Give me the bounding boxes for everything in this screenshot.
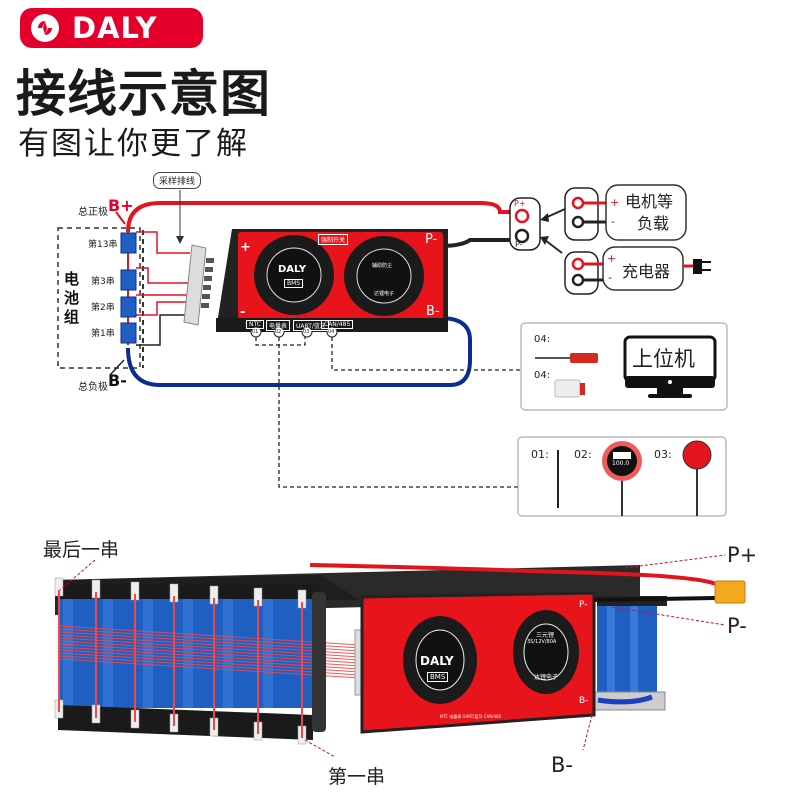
daly-logo-mark-icon: [31, 14, 59, 42]
pack-bms-logo: DALY: [420, 654, 454, 668]
cell-3-label: 第3串: [91, 277, 115, 287]
bluetooth-module-icon: [554, 379, 581, 398]
host-item-usb-label: 04:: [534, 334, 551, 345]
cell-2-label: 第2串: [91, 303, 115, 313]
cell-13: [120, 232, 137, 254]
cell-3: [120, 269, 137, 291]
bms-plus-sign: +: [240, 240, 251, 255]
bms-badge: BMS: [284, 279, 304, 288]
battery-pack-illustration: [54, 554, 746, 758]
load-label-line1: 电机等: [625, 192, 674, 211]
bms-switch-label: 强制开关: [318, 234, 349, 245]
meter-display-value: 100.0: [612, 460, 630, 467]
port-meter-label: 电量表: [266, 320, 291, 331]
bms-board: [216, 229, 448, 338]
pack-fan-footer: 达锂电子: [534, 674, 559, 681]
port-03[interactable]: 03: [303, 329, 310, 335]
host-item-bt-label: 04:: [534, 370, 551, 381]
pack-bms-badge: BMS: [427, 672, 449, 682]
accessory-02-label: 02:: [574, 448, 592, 461]
connector-p-minus: P-: [515, 240, 523, 249]
page-subtitle: 有图让你更了解: [18, 126, 249, 162]
pack-fan-spec: 3S/12V/80A: [527, 639, 557, 645]
load-label-line2: 负载: [637, 214, 670, 233]
b-minus-wire: [126, 316, 472, 387]
bms-fan-right: [344, 236, 424, 316]
pack-p-minus: P-: [727, 614, 747, 638]
port-uart-label: UART/蓝牙: [293, 320, 329, 331]
battery-group-outline: [57, 227, 141, 369]
bms-minus-sign: -: [240, 305, 246, 320]
load-minus: -: [611, 215, 615, 228]
port-can-label: CAN/485: [321, 320, 354, 329]
sample-connector: [183, 244, 207, 326]
positive-total-label: 总正极: [78, 207, 108, 218]
logo-text: DALY: [72, 11, 158, 45]
pack-b-minus: B-: [551, 753, 573, 777]
bms-logo-text: DALY: [278, 264, 307, 275]
last-cell-label: 最后一串: [43, 539, 120, 561]
bluetooth-meter-icon: [682, 440, 712, 470]
b-plus-wire: [126, 201, 522, 233]
charger-plus: +: [607, 252, 617, 265]
load-plus: +: [610, 196, 620, 209]
usb-adapter-icon: [570, 353, 598, 363]
connector-p-plus: P+: [514, 199, 526, 208]
pack-terminal-b-minus: B-: [579, 696, 589, 706]
port-ntc-label: NTC: [246, 320, 264, 329]
cell-13-label: 第13串: [88, 240, 118, 250]
first-cell-label: 第一串: [328, 766, 386, 788]
charger-connector: [564, 251, 599, 295]
cell-1: [120, 322, 137, 344]
bms-fan-label-title: 辅助防尘: [372, 263, 393, 269]
plug-icon: [693, 259, 702, 274]
monitor-label: 上位机: [632, 347, 695, 371]
port-04[interactable]: 04: [328, 329, 335, 335]
bms-b-minus: B-: [426, 304, 440, 319]
sample-cable-label: 采样排线: [153, 172, 202, 189]
pack-terminal-p-minus: P-: [579, 600, 588, 610]
b-plus-terminal: B+: [108, 196, 134, 215]
cell-1-label: 第1串: [91, 329, 115, 339]
pack-port-strip: NTC 电量表 UART/蓝牙 CAN/485: [440, 714, 502, 719]
cell-2: [120, 296, 137, 318]
bms-p-minus: P-: [425, 232, 438, 247]
negative-total-label: 总负极: [78, 382, 108, 393]
port-02[interactable]: 02: [275, 329, 282, 335]
page-title: 接线示意图: [16, 65, 271, 123]
daly-logo: DALY: [20, 8, 203, 48]
charger-minus: -: [608, 271, 612, 284]
battery-group-label: 电 池 组: [64, 270, 80, 326]
accessory-01-label: 01:: [531, 448, 549, 461]
bms-fan-left: [254, 235, 334, 315]
b-minus-terminal: B-: [108, 371, 127, 390]
port-01[interactable]: 01: [252, 329, 259, 335]
xt60-connector-icon: [714, 580, 746, 604]
pack-p-plus: P+: [727, 543, 758, 567]
charger-box: [602, 246, 684, 291]
load-connector: [564, 187, 599, 241]
bms-fan-label-footer: 达锂电子: [374, 291, 395, 297]
load-box: [605, 184, 687, 241]
accessory-03-label: 03:: [654, 448, 672, 461]
pack-fan-title: 三元锂: [536, 632, 555, 639]
charger-label: 充电器: [622, 262, 671, 281]
